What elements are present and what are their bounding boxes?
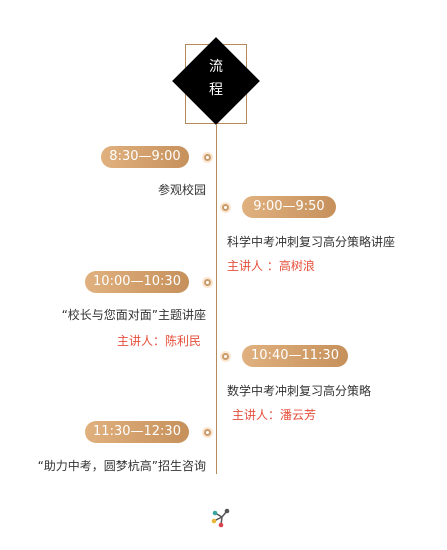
section-title: 流 程 [199,56,233,102]
timeline-dot [220,351,231,362]
session-title: “助力中考，圆梦杭高”招生咨询 [37,459,206,473]
session-speaker: 主讲人：陈利民 [116,334,201,348]
timeline-dot [202,427,213,438]
time-pill: 11:30—12:30 [85,421,189,443]
session-speaker: 主讲人 ：高树浪 [227,259,315,273]
title-char-2: 程 [209,82,223,98]
timeline-dot [202,277,213,288]
timeline-line [216,124,217,474]
timeline-dot [202,152,213,163]
time-pill: 10:40—11:30 [242,345,348,367]
time-pill: 9:00—9:50 [242,196,336,218]
session-title: “校长与您面对面”主题讲座 [61,308,206,322]
time-pill: 8:30—9:00 [101,146,189,168]
time-pill: 10:00—10:30 [85,271,189,293]
colorful-logo-icon [211,508,230,528]
timeline-dot [220,202,231,213]
session-title: 数学中考冲刺复习高分策略 [227,384,372,398]
session-speaker: 主讲人：潘云芳 [232,408,317,422]
session-title: 参观校园 [157,183,206,197]
session-title: 科学中考冲刺复习高分策略讲座 [227,235,396,249]
title-char-1: 流 [209,59,223,75]
